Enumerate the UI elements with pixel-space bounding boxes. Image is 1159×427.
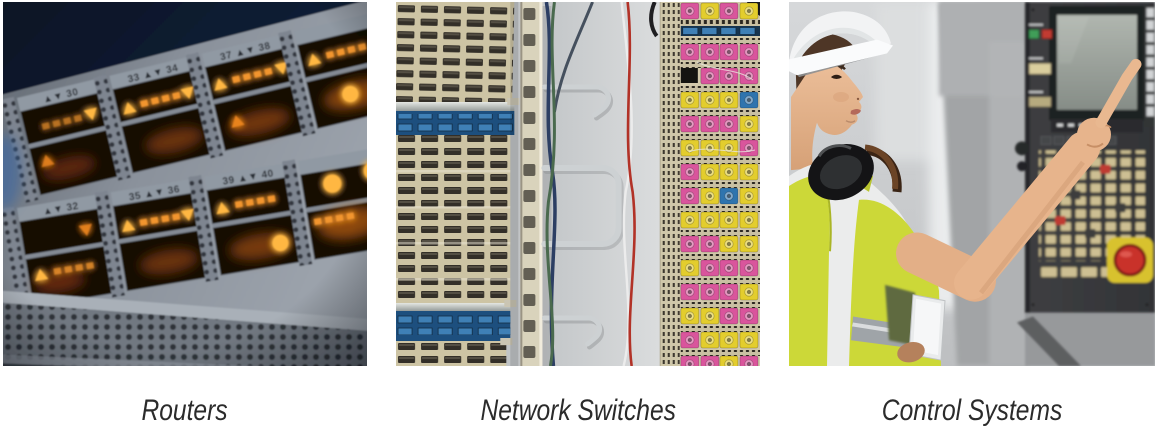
routers-caption-text: Routers — [141, 394, 229, 427]
left-hand — [897, 341, 925, 363]
cable-hooks — [541, 84, 624, 350]
routers-figure: ▲▼ 30 — [3, 2, 367, 426]
routers-caption: Routers — [3, 396, 367, 426]
tablet — [908, 294, 946, 361]
control-systems-photo — [789, 2, 1155, 366]
patch-cables — [544, 2, 659, 366]
lips — [850, 108, 861, 115]
engineer — [789, 11, 946, 366]
green-start-button — [1028, 29, 1040, 39]
control-systems-photo-art — [789, 2, 1155, 366]
eye — [831, 74, 842, 79]
control-systems-caption-text: Control Systems — [881, 394, 1063, 427]
softkey-column — [1144, 5, 1155, 127]
control-knob — [1015, 141, 1029, 156]
face — [791, 59, 863, 171]
red-key — [1055, 216, 1066, 226]
panel-left-controls — [1028, 23, 1053, 108]
network-switches-photo — [396, 2, 760, 366]
network-switches-caption: Network Switches — [396, 396, 760, 426]
red-stop-button — [1041, 29, 1053, 39]
pointing-finger — [1095, 58, 1142, 129]
cable-comb — [520, 2, 552, 366]
control-knob — [1017, 161, 1027, 172]
pointing-arm — [896, 58, 1142, 302]
fiber-connector-strip — [659, 2, 760, 366]
machine-handle — [1017, 316, 1081, 366]
red-key — [1100, 164, 1111, 174]
control-systems-figure: Control Systems — [789, 2, 1155, 426]
readout-display — [1028, 96, 1052, 108]
hard-hat — [789, 11, 893, 78]
network-switches-photo-art — [396, 2, 760, 366]
routers-photo-art: ▲▼ 30 — [3, 2, 367, 366]
patch-panel-stack — [396, 2, 520, 366]
emergency-stop-button — [1107, 237, 1153, 283]
control-systems-caption: Control Systems — [789, 396, 1155, 426]
network-switches-caption-text: Network Switches — [480, 394, 676, 427]
vignette-overlay — [3, 2, 367, 366]
network-switches-figure: Network Switches — [396, 2, 760, 426]
ear-protection — [808, 144, 902, 201]
routers-photo: ▲▼ 30 — [3, 2, 367, 366]
readout-display — [1028, 62, 1052, 75]
